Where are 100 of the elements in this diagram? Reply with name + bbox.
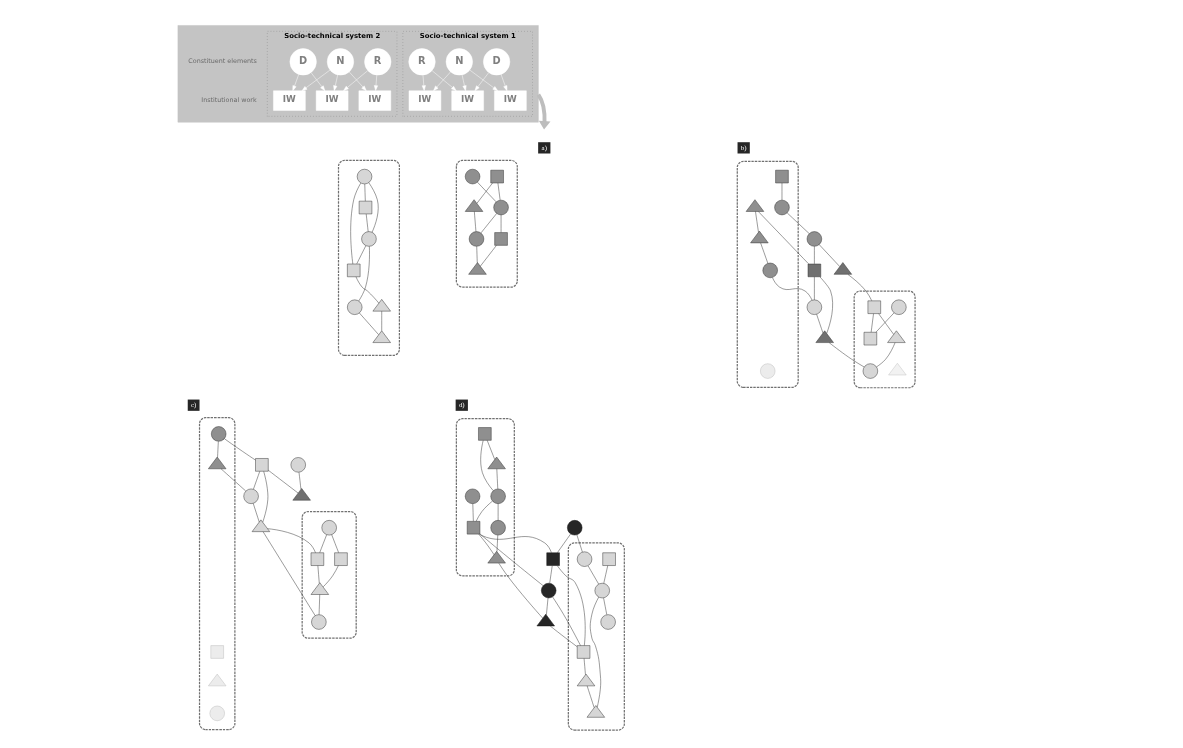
arrow: [421, 74, 426, 91]
node-circle: D: [289, 48, 317, 76]
arrow: [310, 72, 326, 91]
connector: [323, 565, 339, 588]
cluster: [455, 418, 515, 577]
connector: [224, 438, 256, 461]
node-circle: [490, 488, 506, 504]
node-box: [334, 552, 348, 566]
cluster: [337, 159, 401, 356]
node-circle: [211, 426, 227, 442]
connector: [603, 565, 608, 584]
arrow: [374, 74, 378, 91]
node-box: [807, 263, 821, 277]
node-circle: [209, 705, 225, 721]
arrow: [469, 69, 499, 92]
node-circle: [806, 299, 822, 315]
node-triangle: [576, 673, 596, 687]
connector: [816, 314, 824, 334]
arrow: [431, 70, 457, 91]
node-triangle: [888, 362, 907, 376]
node-triangle: [586, 705, 605, 718]
arrow: [500, 74, 508, 91]
connector: [476, 246, 478, 264]
node-circle: [862, 363, 878, 379]
node-triangle: [372, 330, 391, 343]
node-circle: D: [483, 48, 511, 76]
node-box: [546, 552, 560, 566]
node-triangle: [887, 330, 906, 343]
connector: [557, 565, 586, 646]
node-circle: [594, 582, 610, 599]
connector: [819, 276, 833, 334]
node-box: [466, 521, 481, 535]
node-circle: [493, 199, 509, 216]
cluster: [567, 542, 625, 731]
connector: [847, 274, 872, 301]
cluster: [177, 25, 539, 123]
arrow: [343, 70, 368, 91]
node-triangle: [750, 230, 769, 244]
connector: [586, 685, 595, 708]
node-triangle: [487, 551, 506, 564]
node-triangle: [468, 262, 487, 275]
connector: [498, 562, 543, 619]
cluster: [853, 290, 916, 389]
connector: [355, 276, 380, 304]
node-circle: [321, 520, 337, 536]
connector: [552, 596, 581, 646]
connector: [476, 182, 493, 204]
connector: [220, 468, 246, 492]
node-triangle: [833, 262, 852, 275]
connector: [267, 528, 316, 553]
node-triangle: [208, 456, 227, 470]
connector: [497, 182, 501, 201]
node-triangle: [487, 456, 506, 470]
node-circle: [576, 551, 593, 567]
node-box: [863, 332, 877, 346]
connector: [760, 242, 769, 264]
connector: [583, 658, 586, 675]
connector: [496, 468, 499, 490]
connector: [298, 472, 302, 490]
arrow: [301, 69, 331, 92]
node-triangle: [292, 488, 311, 501]
connector: [549, 625, 578, 647]
node-circle: [347, 299, 363, 315]
node-circle: [774, 199, 790, 216]
node-box: IW: [315, 90, 349, 111]
node-box: [490, 169, 504, 184]
connector: [358, 246, 370, 302]
connector: [818, 244, 840, 267]
node-circle: [567, 520, 583, 536]
arrow: [461, 74, 467, 91]
node-circle: [806, 231, 822, 247]
node-box: [210, 645, 224, 659]
cluster: [455, 159, 518, 288]
connector: [557, 533, 571, 553]
connector: [477, 181, 497, 203]
connector: [486, 440, 495, 460]
node-circle: R: [408, 48, 436, 76]
node-circle: [891, 299, 907, 315]
connector: [268, 470, 299, 494]
connector: [480, 440, 494, 491]
node-box: [255, 458, 269, 472]
node-box: [310, 552, 325, 566]
connector: [497, 503, 499, 521]
connector: [828, 342, 865, 368]
connector: [252, 503, 260, 523]
node-circle: N: [326, 48, 354, 76]
node-circle: R: [364, 48, 392, 76]
connector: [365, 213, 369, 232]
cluster: [736, 160, 799, 388]
connector: [318, 594, 320, 615]
connector: [479, 533, 552, 553]
node-circle: [762, 262, 778, 278]
connector: [478, 533, 495, 555]
connector: [546, 597, 549, 616]
node-circle: [464, 168, 481, 185]
node-triangle: [372, 299, 391, 312]
node-circle: [760, 363, 776, 379]
node-triangle: [208, 673, 227, 687]
connector: [500, 214, 502, 233]
node-box: [358, 200, 373, 215]
